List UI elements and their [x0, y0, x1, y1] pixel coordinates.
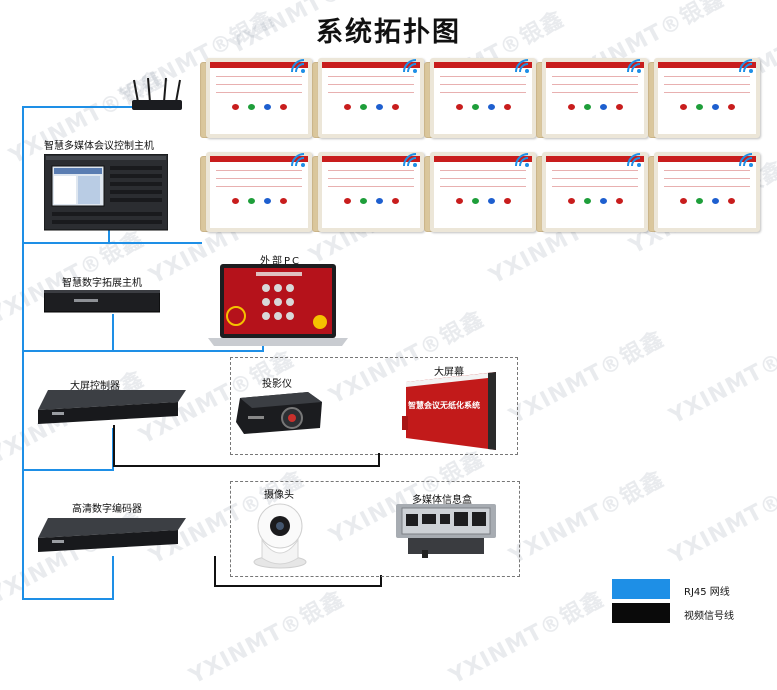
tablet-device	[536, 152, 648, 232]
projector-label: 投影仪	[262, 379, 292, 390]
display-group-box	[230, 357, 518, 455]
big-screen-label: 大屏幕	[434, 367, 464, 378]
encoder-icon	[38, 518, 186, 552]
video-line-2c	[380, 575, 382, 587]
legend-label-video: 视频信号线	[684, 611, 734, 622]
big-screen-text: 智慧会议无纸化系统	[408, 401, 480, 410]
projector-device	[234, 388, 324, 438]
tablet-device	[312, 152, 424, 232]
tablet-screen	[542, 58, 648, 138]
tablet-device	[648, 152, 760, 232]
tablet-screen	[430, 152, 536, 232]
tablet-device	[312, 58, 424, 138]
laptop-icon	[208, 264, 348, 346]
camera-icon	[253, 503, 307, 569]
network-trunk-line	[22, 106, 24, 600]
tablet-device	[200, 58, 312, 138]
big-screen-icon	[402, 372, 496, 450]
wifi-icon	[403, 59, 417, 73]
wifi-icon	[515, 153, 529, 167]
wifi-icon	[403, 153, 417, 167]
expansion-host-label: 智慧数字拓展主机	[62, 278, 142, 289]
screen-controller-icon	[38, 390, 186, 424]
tablet-screen	[654, 152, 760, 232]
screen-controller-device	[38, 390, 186, 426]
network-line-control-host-v	[108, 230, 110, 244]
network-line-encoder-v	[112, 556, 114, 600]
camera-label: 摄像头	[264, 490, 294, 501]
info-box-icon	[396, 504, 496, 558]
tablet-device	[424, 152, 536, 232]
encoder-device	[38, 518, 186, 556]
router	[130, 77, 184, 114]
wifi-icon	[627, 153, 641, 167]
tablet-device	[200, 152, 312, 232]
watermark-text: YXINMT®银鑫	[665, 466, 777, 570]
watermark-text: YXINMT®银鑫	[665, 326, 777, 430]
tablet-screen	[430, 58, 536, 138]
info-box-label: 多媒体信息盒	[412, 495, 472, 506]
tablet-screen	[318, 152, 424, 232]
network-line-expansion-v	[112, 314, 114, 352]
network-line-router	[22, 106, 152, 108]
watermark-text: YXINMT®银鑫	[185, 586, 349, 690]
projector-icon	[236, 392, 322, 434]
watermark-text: YXINMT®银鑫	[505, 466, 669, 570]
router-icon	[132, 77, 182, 110]
network-line-control-host	[22, 242, 202, 244]
wifi-icon	[291, 153, 305, 167]
tablet-device	[648, 58, 760, 138]
wifi-icon	[291, 59, 305, 73]
capture-group-box	[230, 481, 520, 577]
tablet-screen	[206, 58, 312, 138]
tablet-screen	[542, 152, 648, 232]
tablet-screen	[318, 58, 424, 138]
external-pc-label: 外部PC	[260, 256, 302, 267]
tablet-screen	[206, 152, 312, 232]
camera-device	[250, 500, 310, 570]
encoder-label: 高清数字编码器	[72, 504, 142, 515]
wifi-icon	[739, 59, 753, 73]
page-title: 系统拓扑图	[316, 17, 461, 48]
expansion-host-device	[43, 289, 161, 314]
network-line-screen-ctrl	[22, 469, 112, 471]
info-box-device	[396, 504, 496, 560]
video-line-1b	[113, 465, 379, 467]
legend-swatch-network	[612, 579, 670, 599]
big-screen-device: 智慧会议无纸化系统	[400, 372, 500, 452]
control-host-device	[43, 153, 169, 232]
control-host-icon	[43, 153, 169, 231]
wifi-icon	[739, 153, 753, 167]
video-line-1a	[113, 425, 115, 467]
wifi-icon	[627, 59, 641, 73]
video-line-1c	[378, 453, 380, 467]
tablet-device	[536, 58, 648, 138]
video-line-2a	[214, 556, 216, 586]
video-line-2b	[214, 585, 382, 587]
expansion-host-icon	[43, 289, 161, 313]
wifi-icon	[515, 59, 529, 73]
legend-swatch-video	[612, 603, 670, 623]
tablet-device	[424, 58, 536, 138]
watermark-text: YXINMT®银鑫	[505, 326, 669, 430]
control-host-label: 智慧多媒体会议控制主机	[44, 141, 154, 152]
screen-controller-label: 大屏控制器	[70, 381, 120, 392]
network-line-encoder	[22, 598, 114, 600]
tablet-screen	[654, 58, 760, 138]
legend-label-network: RJ45 网线	[684, 587, 730, 598]
watermark-text: YXINMT®银鑫	[445, 586, 609, 690]
network-line-expansion	[22, 350, 262, 352]
external-pc-laptop	[208, 264, 348, 348]
